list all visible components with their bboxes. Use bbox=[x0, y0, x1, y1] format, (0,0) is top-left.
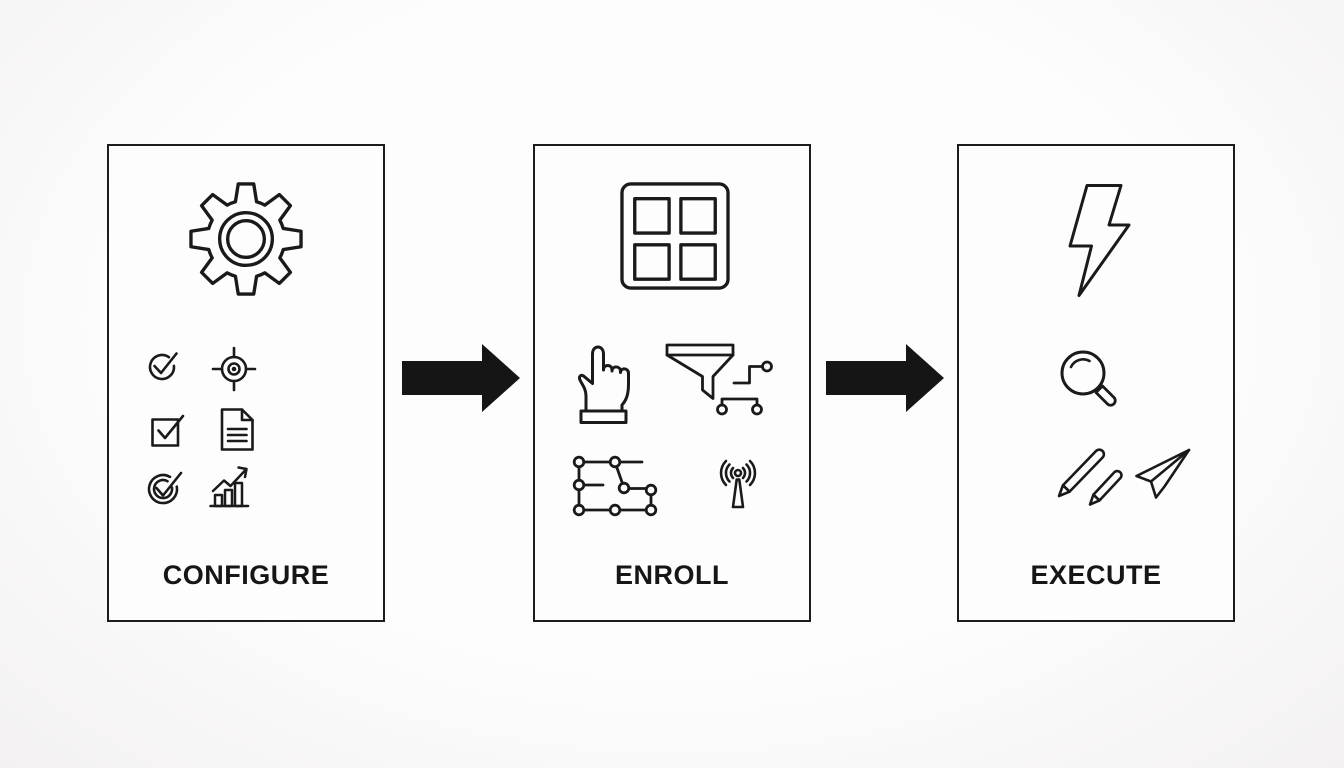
step-box-enroll: ENROLL bbox=[533, 144, 811, 622]
check-circle-icon bbox=[148, 352, 178, 381]
arrow-right-icon bbox=[826, 344, 944, 412]
checkbox-checked-icon bbox=[151, 414, 185, 447]
step-label-enroll: ENROLL bbox=[615, 560, 729, 590]
step-label-execute: EXECUTE bbox=[1030, 560, 1162, 590]
step-label-configure: CONFIGURE bbox=[162, 560, 330, 590]
pencils-icon bbox=[1057, 448, 1123, 506]
goal-check-icon bbox=[147, 471, 183, 505]
broadcast-antenna-icon bbox=[719, 459, 757, 509]
arrow-right-icon bbox=[402, 344, 520, 412]
funnel-circuit-icon bbox=[665, 343, 773, 416]
gear-icon bbox=[189, 182, 303, 296]
document-icon bbox=[220, 408, 254, 451]
network-nodes-icon bbox=[572, 455, 658, 517]
magnifier-icon bbox=[1060, 350, 1117, 407]
growth-chart-icon bbox=[209, 466, 250, 508]
pointing-hand-icon bbox=[578, 345, 630, 424]
step-box-configure: CONFIGURE bbox=[107, 144, 385, 622]
paper-plane-icon bbox=[1135, 448, 1191, 499]
step-box-execute: EXECUTE bbox=[957, 144, 1235, 622]
target-icon bbox=[211, 346, 257, 392]
lightning-bolt-icon bbox=[1068, 184, 1131, 297]
window-grid-icon bbox=[620, 182, 730, 290]
